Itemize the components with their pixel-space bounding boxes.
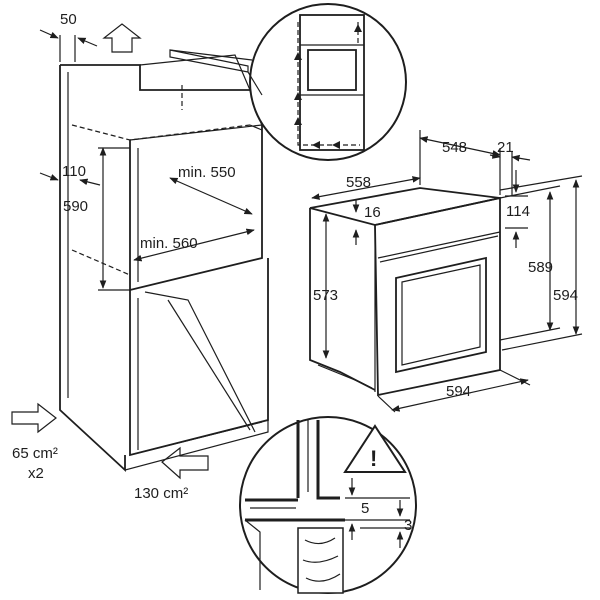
dim-depth-total: 548 [442,139,467,156]
detail-bottom: 5 3 ! [239,416,417,594]
dim-top-gap: 50 [60,11,77,28]
dim-niche-height: 590 [63,198,88,215]
warning-symbol: ! [370,446,377,471]
vent-bottom-arrow-icon [161,446,209,480]
warning-icon: ! [343,424,407,473]
vent-bottom-label: 130 cm² [134,485,188,502]
dim-panel: 114 [506,203,530,220]
dim-top-offset: 16 [364,204,381,221]
dim-body-height: 573 [313,287,338,304]
detail-top [169,3,407,161]
vent-side-label: 65 cm² [12,445,58,462]
vent-side-multiplier: x2 [28,465,44,482]
dim-width: 594 [446,383,471,400]
ventilation: 65 cm² x2 130 cm² [11,402,209,502]
dim-gap-b: 3 [404,517,412,534]
oven [309,187,501,397]
cabinet [59,49,269,473]
dim-min-depth: min. 550 [178,164,236,181]
up-arrow-icon [102,23,142,53]
vent-side-arrow-icon [11,402,57,434]
dim-height-inner: 589 [528,259,553,276]
dim-min-width: min. 560 [140,235,198,252]
dim-height-total: 594 [553,287,578,304]
dim-depth-body: 558 [346,174,371,191]
dim-gap-a: 5 [361,500,369,517]
dim-front: 21 [497,139,514,156]
oven-dimensions: 548 21 558 16 114 573 589 594 [311,130,583,413]
dim-side: 110 [62,163,86,180]
cabinet-dimensions: 50 110 590 min. 550 min. 560 [39,11,255,291]
